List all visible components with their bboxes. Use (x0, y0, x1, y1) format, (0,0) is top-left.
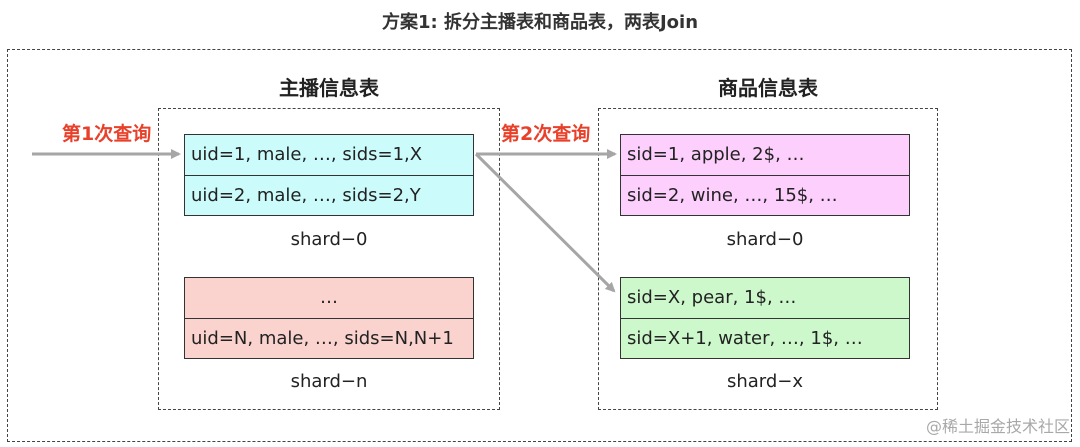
second-query-label: 第2次查询 (501, 123, 591, 145)
table-row: uid=1, male, …, sids=1,X (191, 144, 423, 165)
anchor-shard-n-label: shard−n (290, 371, 368, 392)
table-row: sid=X+1, water, …, 1$, … (621, 318, 909, 358)
product-shard-0-table: sid=1, apple, 2$, … sid=2, wine, …, 15$,… (620, 134, 910, 216)
anchor-table-title: 主播信息表 (279, 76, 379, 100)
table-row: sid=X, pear, 1$, … (627, 287, 797, 308)
product-shard-0-label: shard−0 (726, 229, 804, 250)
product-shard-x-label: shard−x (726, 371, 804, 392)
table-row: sid=2, wine, …, 15$, … (621, 175, 909, 215)
table-row: uid=N, male, …, sids=N,N+1 (185, 318, 473, 358)
product-table-group (598, 108, 938, 410)
first-query-label: 第1次查询 (62, 123, 152, 145)
table-row: … (320, 287, 338, 308)
anchor-table-group (158, 108, 500, 410)
watermark: @稀土掘金技术社区 (925, 417, 1070, 436)
table-row: uid=2, male, …, sids=2,Y (185, 175, 473, 215)
outer-container (7, 49, 1072, 442)
second-query-arrow-shard-x (474, 152, 616, 293)
diagram-title: 方案1: 拆分主播表和商品表，两表Join (381, 12, 699, 33)
product-table-title: 商品信息表 (718, 76, 818, 100)
anchor-shard-0-label: shard−0 (290, 229, 368, 250)
product-shard-x-table: sid=X, pear, 1$, … sid=X+1, water, …, 1$… (620, 277, 910, 359)
anchor-shard-0-table: uid=1, male, …, sids=1,X uid=2, male, …,… (184, 134, 474, 216)
anchor-shard-n-table: … uid=N, male, …, sids=N,N+1 (184, 277, 474, 359)
table-row: sid=1, apple, 2$, … (627, 144, 805, 165)
